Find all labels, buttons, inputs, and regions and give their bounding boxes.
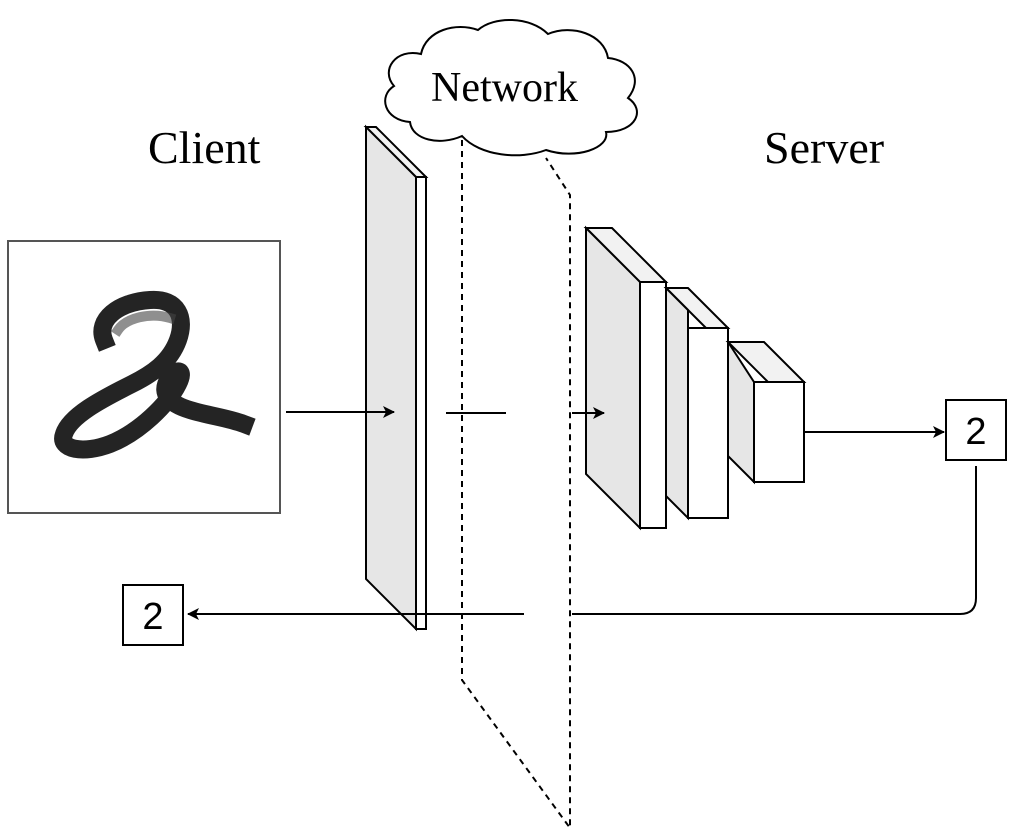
forward-flow xyxy=(286,406,945,438)
network-label: Network xyxy=(431,65,578,111)
server-layer-1 xyxy=(583,225,669,531)
client-label: Client xyxy=(148,122,261,173)
server-return-path xyxy=(572,466,977,615)
server-layer-2 xyxy=(663,285,731,521)
client-prediction-label: 2 xyxy=(142,596,163,638)
network-cloud: Network xyxy=(384,19,638,157)
server-prediction-label: 2 xyxy=(965,411,986,453)
return-flow xyxy=(187,466,977,620)
server-layer-3 xyxy=(725,338,807,485)
server-label: Server xyxy=(764,122,884,173)
client-layer xyxy=(363,124,429,632)
server-prediction-box: 2 xyxy=(945,399,1007,461)
network-boundary xyxy=(461,140,571,832)
input-digit-image xyxy=(7,240,281,514)
client-prediction-box: 2 xyxy=(122,584,184,646)
